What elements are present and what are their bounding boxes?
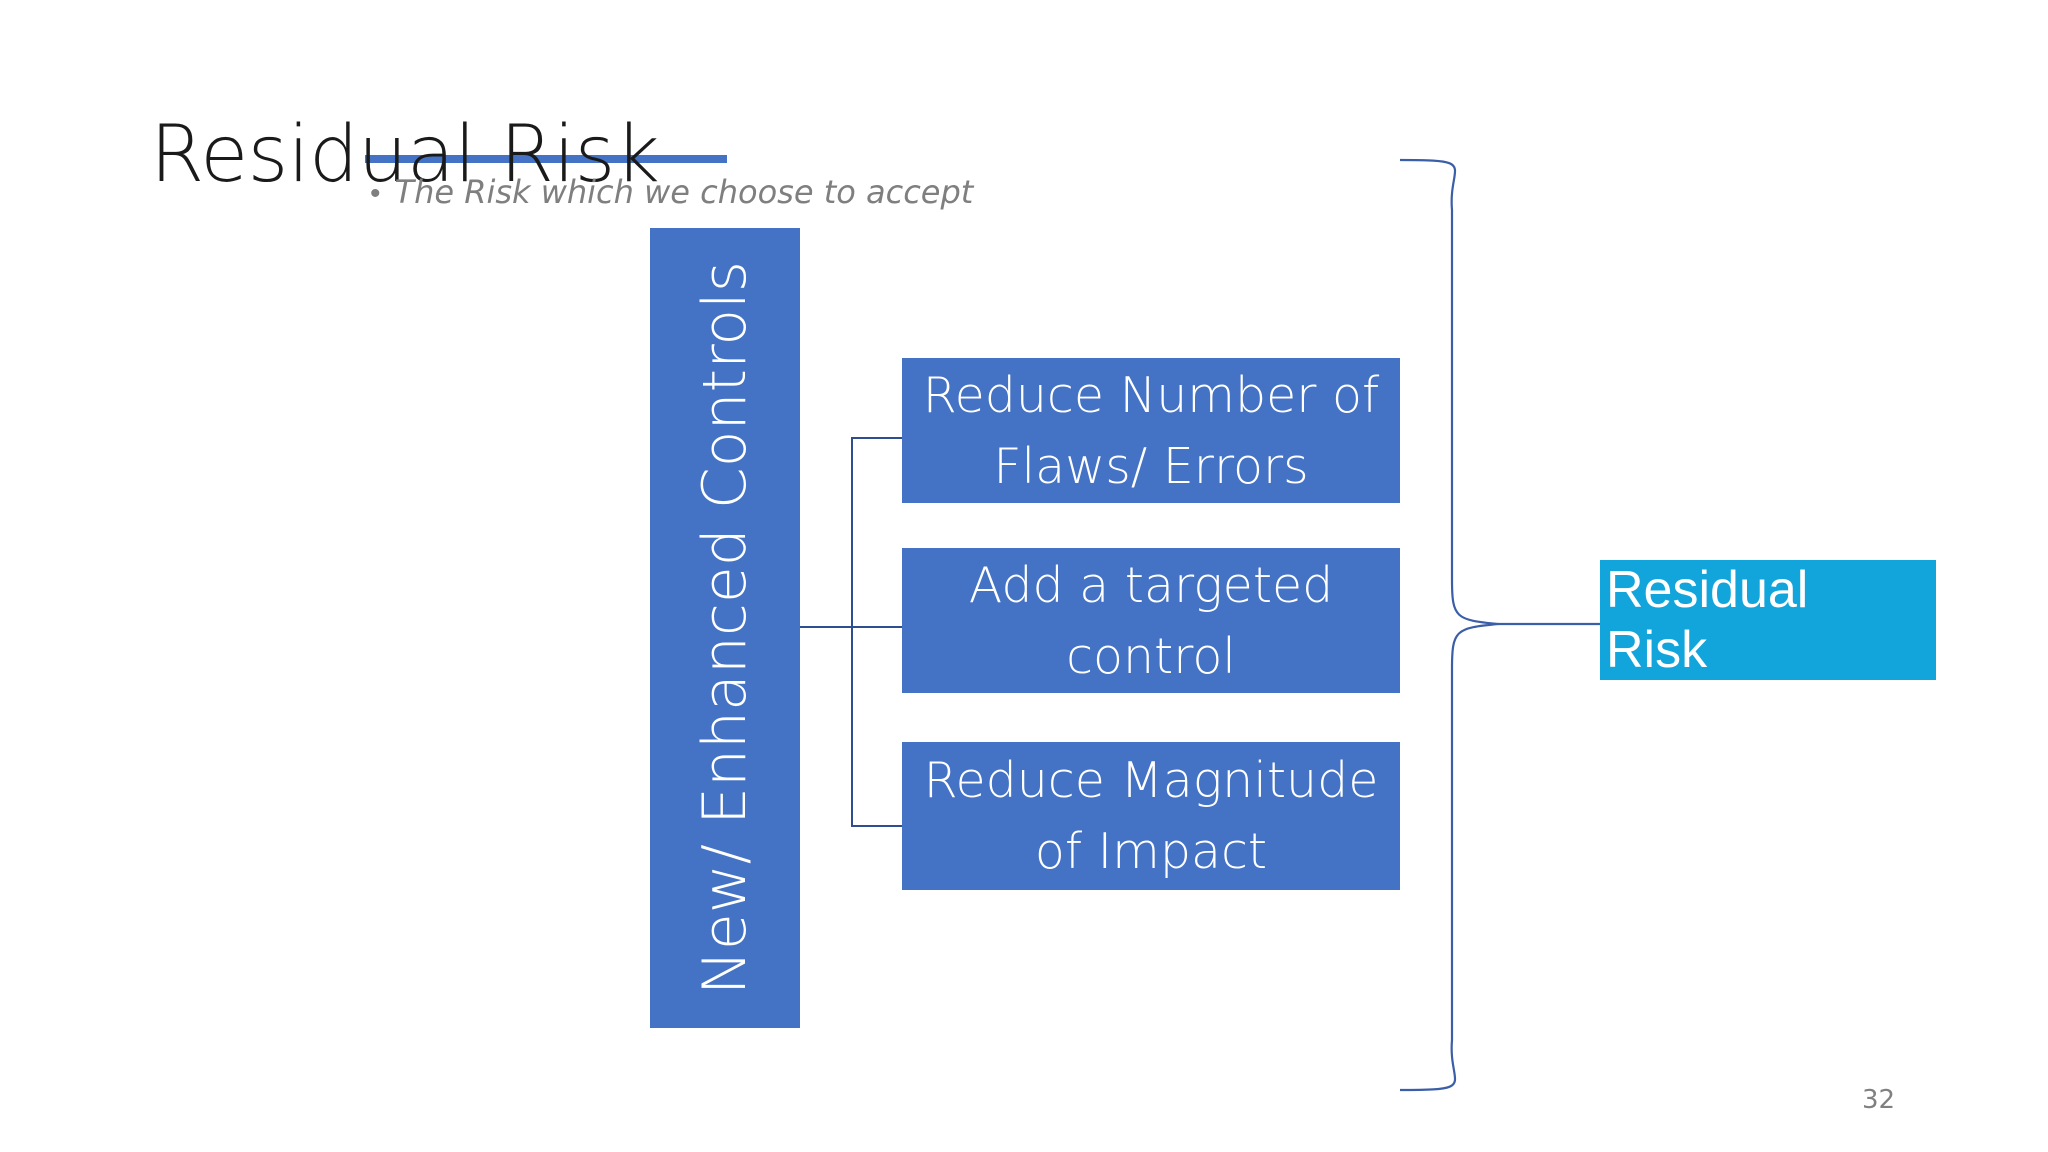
curly-brace-icon	[1400, 158, 1605, 1092]
control-box-add-targeted-control[interactable]: Add a targeted control	[902, 548, 1400, 693]
connector-branch-1	[851, 437, 902, 439]
bullet-icon: •	[370, 177, 381, 210]
control-box-reduce-magnitude[interactable]: Reduce Magnitude of Impact	[902, 742, 1400, 890]
subtitle-row: • The Risk which we choose to accept	[370, 172, 973, 212]
outcome-box-residual-risk[interactable]: Residual Risk	[1600, 560, 1936, 680]
category-bar-label: New/ Enhanced Controls	[690, 260, 760, 996]
control-box-label: Add a targeted control	[968, 556, 1334, 685]
connector-branch-2	[851, 626, 902, 628]
outcome-box-label: Residual Risk	[1606, 561, 1809, 679]
control-box-label: Reduce Number of Flaws/ Errors	[922, 366, 1380, 495]
subtitle-text: The Risk which we choose to accept	[394, 173, 974, 211]
connector-stub	[800, 626, 852, 628]
title-underline-rule	[365, 155, 727, 163]
connector-trunk	[851, 437, 853, 827]
page-title: Residual Risk	[150, 110, 660, 200]
connector-branch-3	[851, 825, 902, 827]
page-number: 32	[1862, 1085, 1896, 1115]
category-bar-new-enhanced-controls[interactable]: New/ Enhanced Controls	[650, 228, 800, 1028]
control-box-reduce-flaws[interactable]: Reduce Number of Flaws/ Errors	[902, 358, 1400, 503]
control-box-label: Reduce Magnitude of Impact	[923, 752, 1379, 880]
